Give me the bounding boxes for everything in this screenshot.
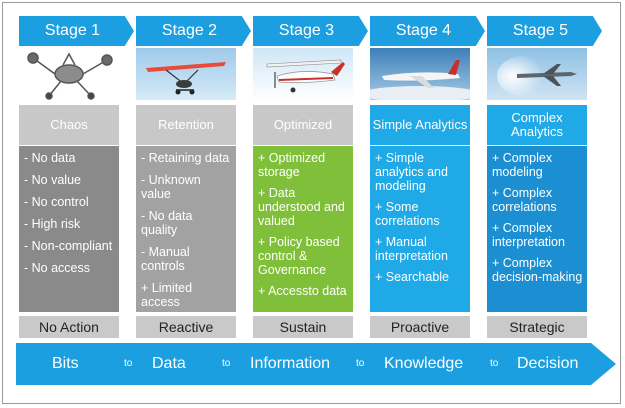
progression-connector: to <box>222 358 231 369</box>
stage-3-bullet: + Optimized storage <box>258 151 326 179</box>
stage-1-bullet: - Non-compliant <box>24 239 113 253</box>
stage-2-bullet: - No data quality <box>141 209 193 237</box>
stage-4-bullet: + Manual interpretation <box>375 235 448 263</box>
stage-2-header: Stage 2 <box>136 16 251 46</box>
stage-3-bullet: + Data understood and valued <box>258 186 345 228</box>
stage-1-name: Chaos <box>19 105 119 145</box>
passenger-jet-icon <box>370 48 470 100</box>
progression-connector: to <box>490 358 499 369</box>
stage-3-mode: Sustain <box>253 316 353 338</box>
stage-1-bullet: - No value <box>24 173 81 187</box>
stage-4-bullet: + Simple analytics and modeling <box>375 151 448 193</box>
stage-5-header: Stage 5 <box>487 16 602 46</box>
progression-arrow <box>16 343 616 385</box>
mechanical-contraption-icon <box>19 48 119 100</box>
progression-step-decision: Decision <box>517 355 579 372</box>
stage-4-name: Simple Analytics <box>370 105 470 145</box>
stage-5-name: Complex Analytics <box>487 105 587 145</box>
stage-2-bullet: - Unknown value <box>141 173 201 201</box>
stage-1-mode: No Action <box>19 316 119 338</box>
stage-1-bullet: - No data <box>24 151 76 165</box>
stage-2-bullet: - Retaining data <box>141 151 230 165</box>
stage-5-bullet: + Complex decision-making <box>492 256 583 284</box>
stage-1-header: Stage 1 <box>19 16 134 46</box>
stage-5-characteristics: + Complex modeling + Complex correlation… <box>487 146 587 312</box>
stage-1-characteristics: - No data - No value - No control - High… <box>19 146 119 312</box>
progression-step-knowledge: Knowledge <box>384 355 464 372</box>
stage-4-mode: Proactive <box>370 316 470 338</box>
stage-1-bullet: - No access <box>24 261 90 275</box>
stage-3-name: Optimized <box>253 105 353 145</box>
stage-5-mode: Strategic <box>487 316 587 338</box>
ultralight-aircraft-icon <box>136 48 236 100</box>
progression-connector: to <box>356 358 365 369</box>
progression-step-data: Data <box>152 355 186 372</box>
stage-1-bullet: - High risk <box>24 217 81 231</box>
stage-4-bullet: + Searchable <box>375 270 450 284</box>
progression-step-information: Information <box>250 355 331 372</box>
fighter-jet-sonic-boom-icon <box>487 48 587 100</box>
stage-3-characteristics: + Optimized storage + Data understood an… <box>253 146 353 312</box>
stage-4-header: Stage 4 <box>370 16 485 46</box>
stage-1-bullet: - No control <box>24 195 89 209</box>
progression-step-bits: Bits <box>52 355 79 372</box>
progression-connector: to <box>124 358 133 369</box>
stage-2-characteristics: - Retaining data - Unknown value - No da… <box>136 146 236 312</box>
stage-5-bullet: + Complex modeling <box>492 151 553 179</box>
stage-4-characteristics: + Simple analytics and modeling + Some c… <box>370 146 470 312</box>
stage-2-bullet: + Limited access <box>141 281 193 309</box>
stage-3-header: Stage 3 <box>253 16 368 46</box>
stage-2-bullet: - Manual controls <box>141 245 190 273</box>
stage-4-bullet: + Some correlations <box>375 200 440 228</box>
stage-3-bullet: + Policy based control & Governance <box>258 235 340 277</box>
stage-2-mode: Reactive <box>136 316 236 338</box>
stage-5-bullet: + Complex interpretation <box>492 221 565 249</box>
stage-3-bullet: + Accessto data <box>258 284 347 298</box>
small-propeller-plane-icon <box>253 48 353 100</box>
stage-5-bullet: + Complex correlations <box>492 186 557 214</box>
stage-2-name: Retention <box>136 105 236 145</box>
